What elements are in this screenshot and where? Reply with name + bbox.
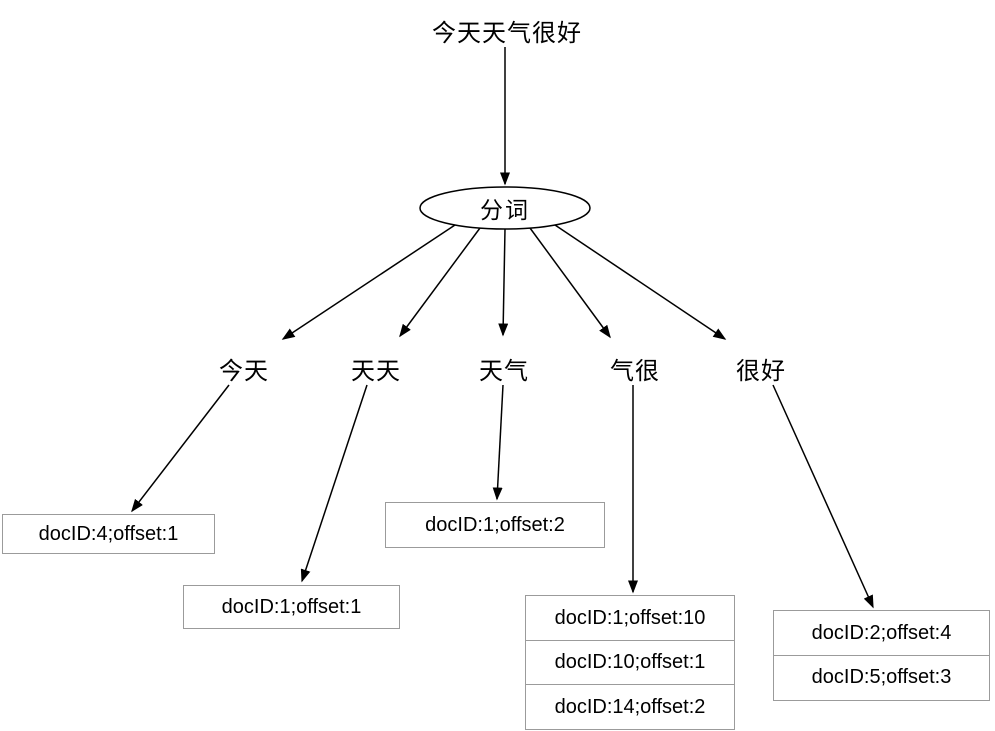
posting-row: docID:1;offset:10: [525, 595, 735, 641]
edge-segment-to-token-1-arrow: [281, 224, 456, 340]
posting-box-token-2: docID:1;offset:1: [183, 585, 400, 629]
segment-node-label: 分词: [480, 197, 530, 223]
posting-row: docID:14;offset:2: [525, 684, 735, 730]
edge-segment-to-token-3-arrow: [498, 228, 509, 337]
source-phrase-label: 今天天气很好: [432, 20, 582, 47]
posting-row: docID:2;offset:4: [773, 610, 990, 656]
edge-segment-to-token-5-arrow: [554, 224, 727, 340]
token-label-5: 很好: [736, 358, 786, 385]
token-label-1: 今天: [219, 358, 269, 385]
posting-row: docID:5;offset:3: [773, 654, 990, 701]
token-label-3: 天气: [479, 358, 529, 385]
posting-box-token-1: docID:4;offset:1: [2, 514, 215, 554]
posting-box-token-3: docID:1;offset:2: [385, 502, 605, 548]
posting-row: docID:10;offset:1: [525, 639, 735, 686]
edge-segment-to-token-4-arrow: [529, 227, 611, 339]
edge-segment-to-token-2-arrow: [399, 227, 481, 338]
edge-token-3-to-postings-arrow: [492, 384, 504, 501]
token-label-2: 天天: [351, 358, 401, 385]
posting-list-token-5: docID:2;offset:4 docID:5;offset:3: [773, 610, 990, 701]
posting-list-token-4: docID:1;offset:10 docID:10;offset:1 docI…: [525, 595, 735, 730]
token-label-4: 气很: [610, 358, 660, 385]
edge-token-2-to-postings-arrow: [300, 384, 368, 583]
edge-token-1-to-postings-arrow: [131, 384, 230, 513]
edge-token-5-to-postings-arrow: [772, 384, 874, 609]
